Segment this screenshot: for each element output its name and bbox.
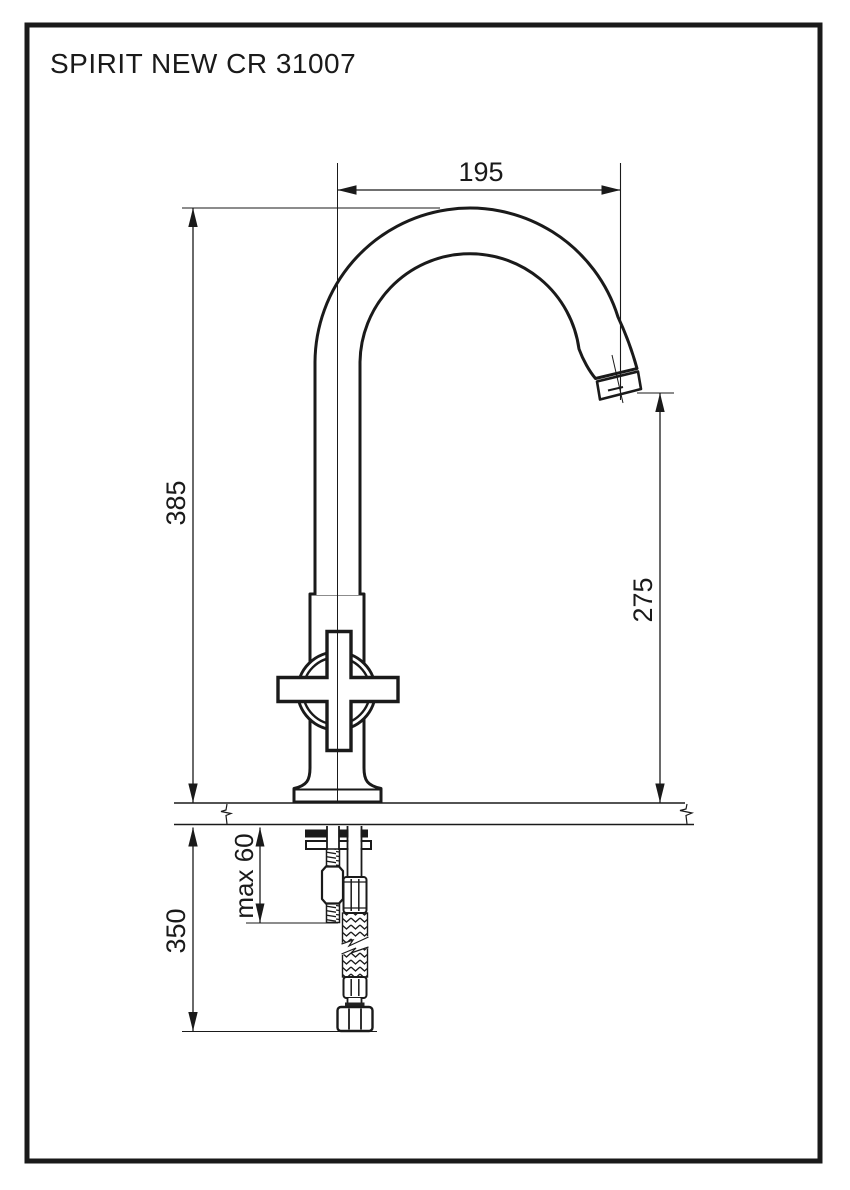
dim-label-outlet-height: 275 [628, 577, 658, 622]
dim-label-spout-reach: 195 [458, 157, 503, 187]
dim-label-max-deck-thickness: max 60 [229, 833, 259, 918]
hose-crimp-collar-bottom [342, 976, 368, 999]
arrow-up-icon [655, 393, 665, 412]
dim-outlet-height: 275 [628, 392, 674, 803]
dim-max-deck-thickness: max 60 [229, 827, 338, 924]
deck-break-mark-right [679, 803, 695, 825]
threaded-stud [320, 826, 345, 924]
dim-spout-reach: 195 [337, 157, 622, 400]
arrow-down-icon [655, 783, 665, 803]
arrow-up-icon [188, 827, 198, 847]
arrow-left-icon [337, 185, 357, 195]
countertop [174, 802, 695, 826]
dim-overall-height: 385 [161, 207, 440, 803]
gooseneck-spout [313, 206, 643, 595]
product-title: SPIRIT NEW CR 31007 [50, 48, 356, 79]
hose-hex-nut [336, 1005, 374, 1033]
outlet-centerline [611, 354, 624, 404]
deck-break-mark-left [220, 803, 234, 825]
arrow-down-icon [188, 783, 198, 803]
dim-label-overall-height: 385 [161, 480, 191, 525]
arrow-up-icon [188, 208, 198, 227]
hose-seal-washer [345, 1002, 365, 1007]
arrow-down-icon [188, 1012, 198, 1031]
mounting-hardware [305, 826, 374, 1033]
page-border-frame [24, 22, 823, 1164]
dim-hose-length: 350 [161, 827, 377, 1033]
arrow-up-icon [255, 827, 265, 847]
arrow-right-icon [601, 185, 621, 195]
supply-hose [336, 826, 374, 1033]
fixing-nut [320, 865, 345, 905]
arrow-down-icon [255, 903, 265, 923]
dim-label-hose-length: 350 [161, 908, 191, 953]
